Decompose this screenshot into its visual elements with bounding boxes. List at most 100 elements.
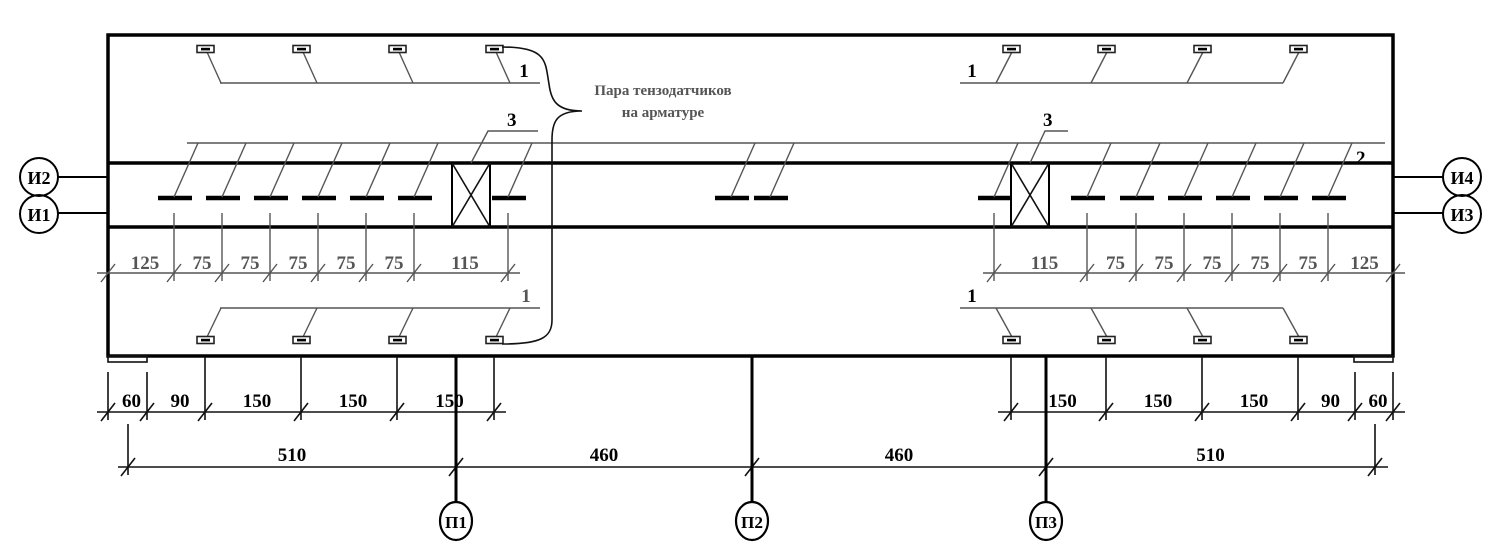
dimension-tick — [1003, 402, 1019, 422]
sensor-element — [1198, 338, 1207, 342]
svg-text:И3: И3 — [1450, 205, 1473, 225]
sensor-element — [393, 47, 402, 51]
callout-box-left: 3 — [507, 110, 517, 131]
beam-outline — [106, 33, 1395, 358]
sensor-leader — [1186, 307, 1204, 338]
sensor-leader — [302, 51, 318, 84]
sensor-element — [1198, 47, 1207, 51]
sensor-element — [297, 47, 306, 51]
sensor-element — [1294, 47, 1303, 51]
sensor-leader — [206, 51, 222, 84]
sensor-leader — [995, 51, 1013, 84]
dimension-tick — [100, 402, 116, 422]
gauge-leader — [1183, 142, 1209, 198]
dimension-label: 115 — [451, 253, 478, 274]
indicator-right-lower: И3 — [1442, 194, 1482, 234]
dimension-tick — [100, 263, 116, 283]
gauge-leader — [221, 142, 247, 198]
sensor-element — [201, 47, 210, 51]
dimension-label: 90 — [1321, 391, 1340, 412]
dimension-label: 150 — [1048, 391, 1077, 412]
dimension-tick — [1224, 263, 1240, 283]
dimension-tick — [1290, 402, 1306, 422]
dimension-label: 150 — [1144, 391, 1173, 412]
sensor-element — [1102, 338, 1111, 342]
sensor-leader — [206, 307, 222, 338]
dimension-label: 75 — [1203, 253, 1222, 274]
dimension-tick — [1079, 263, 1095, 283]
sensor-leader — [495, 51, 511, 84]
crossed-box-right — [1010, 162, 1050, 228]
gauge-leader — [1279, 142, 1305, 198]
dimension-tick — [262, 263, 278, 283]
dimension-tick — [1194, 402, 1210, 422]
dimension-tick — [139, 402, 155, 422]
deflectometer-circle — [438, 500, 474, 542]
gauge-leader — [993, 142, 1019, 198]
gauge-leader — [413, 142, 439, 198]
gauge-leader — [1135, 142, 1161, 198]
dimension-tick — [986, 263, 1002, 283]
gauge-leader — [730, 142, 756, 198]
dimension-label: 75 — [1106, 253, 1125, 274]
dimension-label: 150 — [243, 391, 272, 412]
dimension-tick — [1385, 402, 1401, 422]
indicator-right-upper: И4 — [1442, 157, 1482, 197]
callout-sensors-bottom-left: 1 — [521, 286, 531, 307]
deflectometer-circle — [734, 500, 770, 542]
gauge-leader — [173, 142, 199, 198]
sensor-leader — [1090, 51, 1108, 84]
deflectometer-label: П2 — [741, 513, 763, 532]
callout-rebar-gauges: 2 — [1356, 148, 1366, 169]
sensor-leader — [398, 51, 414, 84]
dimension-tick — [1272, 263, 1288, 283]
gauge-leader — [365, 142, 391, 198]
dimension-tick — [214, 263, 230, 283]
annotation-line2: на арматуре — [622, 105, 705, 121]
dimension-label: 460 — [885, 445, 914, 466]
dimension-label: 75 — [1299, 253, 1318, 274]
gauge-leader — [1086, 142, 1112, 198]
dimension-tick — [197, 402, 213, 422]
callout-box-right: 3 — [1043, 110, 1053, 131]
sensor-leader — [1282, 51, 1300, 84]
gauge-leader — [1231, 142, 1257, 198]
sensor-leader — [1090, 307, 1108, 338]
dimension-tick — [389, 402, 405, 422]
dimension-tick — [293, 402, 309, 422]
sensor-element — [1007, 47, 1016, 51]
sensor-leader — [495, 307, 511, 338]
dimension-label: 460 — [590, 445, 619, 466]
sensor-element — [1007, 338, 1016, 342]
gauge-leader — [269, 142, 295, 198]
indicator-left-upper: И2 — [19, 157, 59, 197]
dimension-tick — [166, 263, 182, 283]
sensor-leader — [1282, 307, 1300, 338]
callout-sensors-top-left: 1 — [519, 61, 529, 82]
dimension-tick — [120, 457, 136, 477]
dimension-tick — [486, 402, 502, 422]
support-plate-left — [107, 355, 148, 363]
dimension-label: 75 — [1155, 253, 1174, 274]
crossed-box-left — [451, 162, 491, 228]
dimension-label: 115 — [1031, 253, 1058, 274]
sensor-element — [201, 338, 210, 342]
gauge-leader — [1327, 142, 1353, 198]
dimension-label: 75 — [193, 253, 212, 274]
dimension-label: 75 — [337, 253, 356, 274]
gauge-leader — [317, 142, 343, 198]
dimension-label: 150 — [1240, 391, 1269, 412]
dimension-label: 75 — [241, 253, 260, 274]
annotation-line1: Пара тензодатчиков — [594, 83, 731, 99]
sensor-element — [393, 338, 402, 342]
sensor-leader — [995, 307, 1013, 338]
sensor-pair-brace — [501, 46, 583, 345]
svg-text:И4: И4 — [1450, 168, 1473, 188]
svg-text:И2: И2 — [27, 168, 50, 188]
dimension-label: 75 — [1251, 253, 1270, 274]
callout-leader-box-left — [470, 130, 538, 164]
